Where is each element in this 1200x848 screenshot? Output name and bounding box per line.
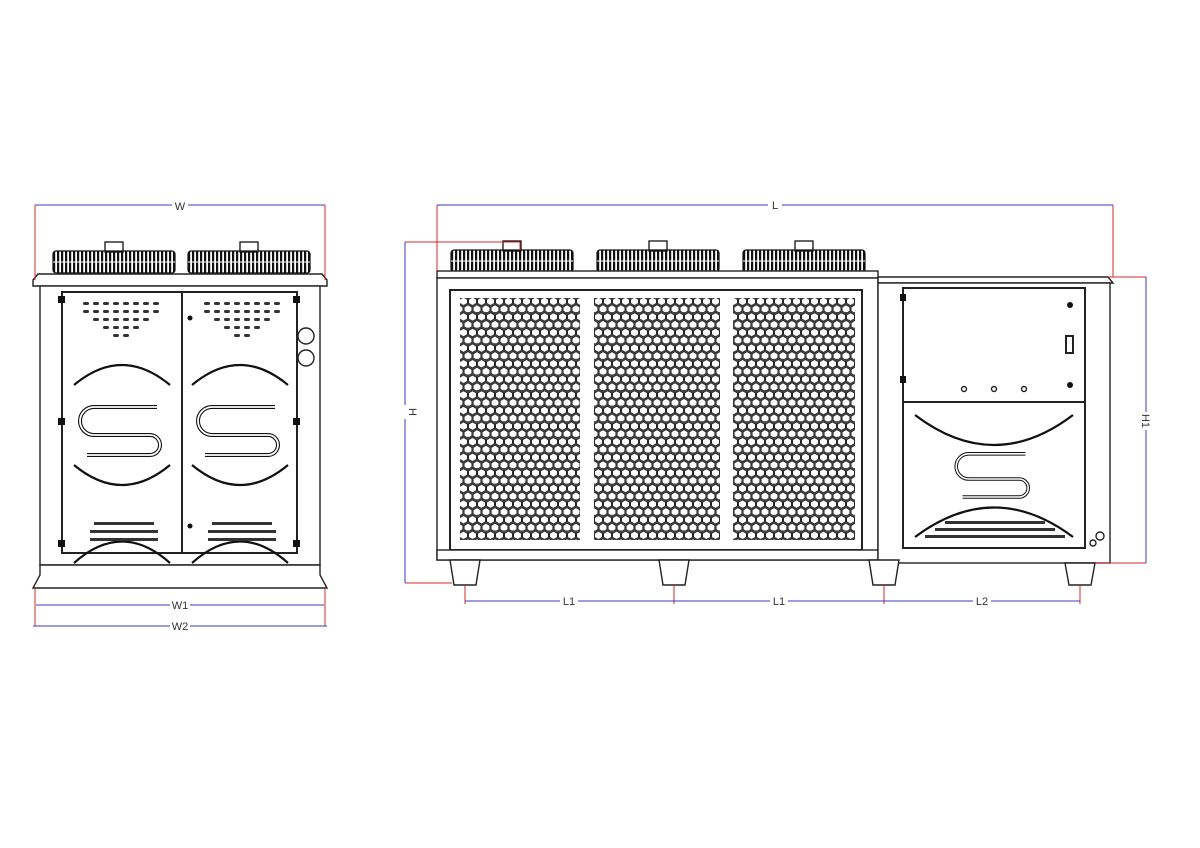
fan-icon: [450, 240, 574, 273]
pipe-connection-icon: [297, 349, 315, 367]
pipe-connection-icon: [297, 327, 315, 345]
hinge-icon: [58, 296, 300, 547]
hex-grille: [733, 298, 855, 540]
switch-icon: [1065, 335, 1074, 354]
hinge-icon: [900, 294, 906, 383]
top-cover: [436, 270, 879, 279]
dimension-l2-label: L2: [976, 596, 988, 608]
foot: [449, 559, 1096, 586]
fan-icon: [187, 241, 311, 274]
top-cover: [32, 273, 328, 287]
dimension-w1-label: W1: [172, 600, 189, 612]
dimension-w-label: W: [175, 201, 186, 213]
hex-grille: [460, 298, 580, 540]
fan-icon: [52, 241, 176, 274]
dimension-h-label: H: [406, 408, 418, 416]
dimension-l1-label: L1: [773, 596, 785, 608]
hex-grille: [594, 298, 720, 540]
electrical-panel: [902, 287, 1086, 403]
dimension-l1-label: L1: [563, 596, 575, 608]
base-frame: [31, 564, 329, 589]
dimension-l-label: L: [772, 200, 778, 212]
fan-icon: [596, 240, 720, 273]
side-view: L H H1 L1 L1 L2: [398, 199, 1153, 608]
front-view: W W1 W2: [31, 199, 329, 633]
logo-s-icon: [954, 451, 1030, 499]
fan-icon: [742, 240, 866, 273]
dimension-w2-label: W2: [172, 621, 189, 633]
dimension-h1-label: H1: [1139, 414, 1151, 428]
